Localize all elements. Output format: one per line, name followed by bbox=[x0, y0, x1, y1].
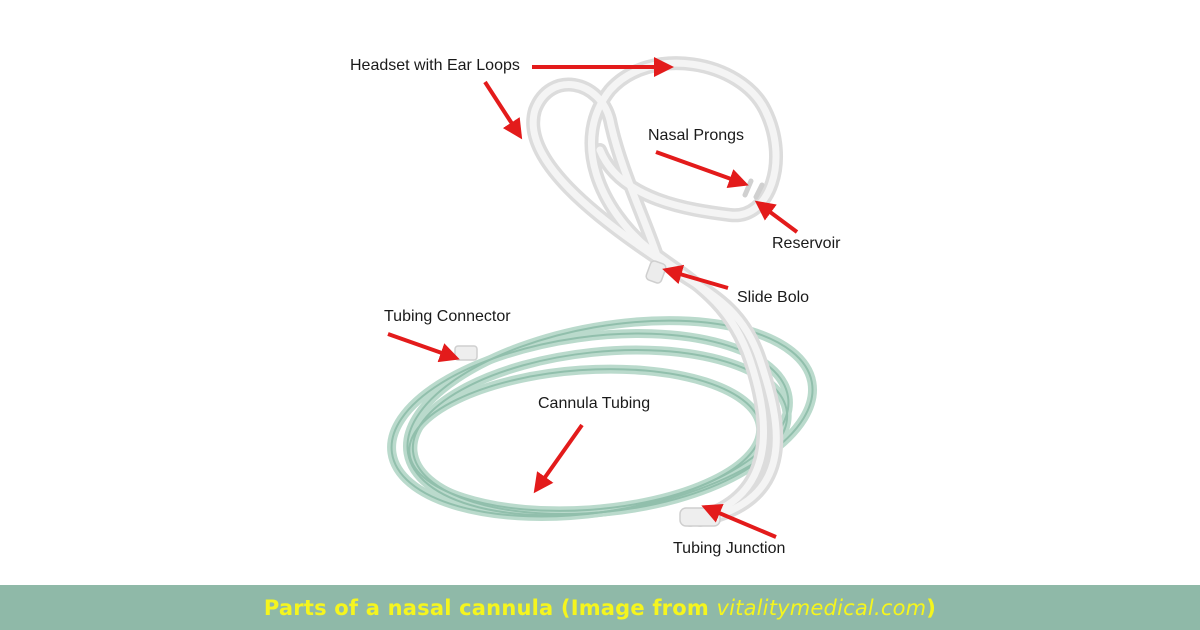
label-slide-bolo: Slide Bolo bbox=[737, 289, 810, 306]
label-headset-with-ear-loops: Headset with Ear Loops bbox=[350, 57, 520, 74]
caption-bar: Parts of a nasal cannula (Image from vit… bbox=[0, 585, 1200, 630]
caption-source: vitalitymedical.com bbox=[716, 595, 927, 620]
nasal-cannula-diagram bbox=[387, 56, 818, 539]
label-reservoir: Reservoir bbox=[772, 235, 841, 252]
caption-prefix: Parts of a nasal cannula (Image from bbox=[263, 595, 717, 620]
label-nasal-prongs: Nasal Prongs bbox=[648, 127, 745, 144]
label-tubing-junction: Tubing Junction bbox=[673, 540, 786, 557]
caption: Parts of a nasal cannula (Image from vit… bbox=[264, 596, 936, 620]
label-cannula-tubing: Cannula Tubing bbox=[538, 395, 651, 412]
caption-suffix: ) bbox=[926, 595, 937, 620]
label-tubing-connector: Tubing Connector bbox=[384, 308, 511, 325]
callout-arrows bbox=[387, 57, 799, 539]
headset-tubing-illustration bbox=[454, 56, 784, 527]
